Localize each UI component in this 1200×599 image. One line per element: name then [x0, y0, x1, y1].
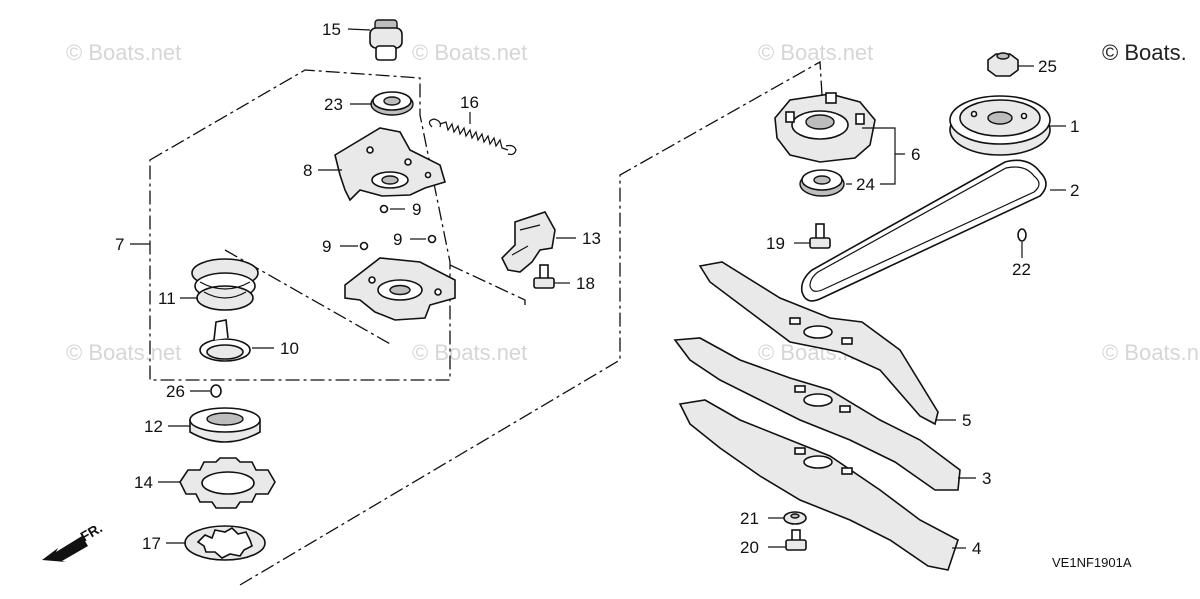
part-9-washer	[427, 234, 437, 244]
part-10-clip	[199, 319, 251, 362]
assembly-link-outline	[239, 60, 823, 586]
callout-17: 17	[142, 534, 161, 553]
callout-26: 26	[166, 382, 185, 401]
part-15-bushing	[369, 19, 403, 61]
assembly-7-outline	[149, 69, 451, 381]
part-23-bearing	[370, 91, 414, 116]
part-6-hub-assembly	[774, 92, 876, 163]
callout-5: 5	[962, 411, 971, 430]
part-18-bolt	[533, 264, 555, 289]
watermark: © Boats.net	[412, 340, 527, 365]
watermark: © Boats.net	[758, 40, 873, 65]
part-19-bolt	[809, 223, 831, 249]
watermark: © Boats.net	[1102, 340, 1200, 365]
watermark: © Boats.net	[66, 340, 181, 365]
callout-15: 15	[322, 20, 341, 39]
callout-24: 24	[856, 175, 875, 194]
callout-20: 20	[740, 538, 759, 557]
callout-1: 1	[1070, 117, 1079, 136]
callout-9: 9	[322, 237, 331, 256]
callout-12: 12	[144, 417, 163, 436]
part-24-bearing	[799, 169, 845, 197]
watermark: © Boats.net	[66, 40, 181, 65]
part-12-cup	[189, 407, 261, 443]
callout-18: 18	[576, 274, 595, 293]
callout-9: 9	[393, 230, 402, 249]
callout-22: 22	[1012, 260, 1031, 279]
callout-16: 16	[460, 93, 479, 112]
part-5-blade	[698, 261, 939, 426]
part-13-bracket	[501, 211, 556, 273]
callout-4: 4	[972, 539, 981, 558]
part-25-nut	[987, 52, 1019, 77]
part-7-lower-plate	[344, 257, 456, 321]
part-22-washer	[1017, 228, 1027, 242]
callout-14: 14	[134, 473, 153, 492]
part-11-coil-spring	[191, 258, 259, 311]
callout-8: 8	[303, 161, 312, 180]
watermark: © Boats.	[1102, 40, 1187, 65]
callout-9: 9	[412, 200, 421, 219]
callout-13: 13	[582, 229, 601, 248]
callout-19: 19	[766, 234, 785, 253]
part-17-star-washer	[184, 525, 266, 561]
part-1-pulley	[949, 95, 1051, 156]
callout-25: 25	[1038, 57, 1057, 76]
callout-2: 2	[1070, 181, 1079, 200]
callout-21: 21	[740, 509, 759, 528]
callout-10: 10	[280, 339, 299, 358]
part-20-bolt	[785, 529, 807, 551]
part-16-spring	[428, 118, 517, 156]
callout-23: 23	[324, 95, 343, 114]
part-8-plate	[334, 127, 446, 202]
part-9-washer	[359, 241, 369, 251]
callout-6: 6	[911, 145, 920, 164]
part-26-washer	[210, 384, 222, 398]
part-3-blade	[673, 337, 961, 491]
part-21-nut	[783, 511, 807, 525]
part-2-belt	[800, 159, 1047, 302]
part-4-blade	[678, 399, 959, 571]
callout-3: 3	[982, 469, 991, 488]
diagram-code: VE1NF1901A	[1052, 555, 1132, 570]
watermark: © Boats.net	[412, 40, 527, 65]
callout-7: 7	[115, 235, 124, 254]
callout-11: 11	[158, 289, 176, 308]
part-9-washer	[379, 204, 389, 214]
arrow-fr-icon	[42, 536, 88, 562]
part-14-notched-ring	[179, 457, 276, 509]
